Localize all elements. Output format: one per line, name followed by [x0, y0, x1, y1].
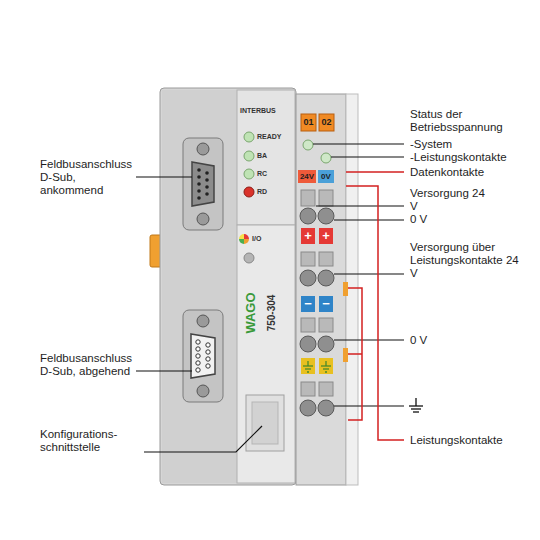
terminal-number: 01 — [301, 115, 316, 130]
wire-entries — [300, 208, 334, 416]
power-contact-brackets — [346, 172, 404, 440]
io-led — [239, 234, 254, 263]
polarity-sign: − — [301, 296, 315, 311]
front-panel — [237, 225, 295, 483]
housing — [160, 88, 296, 485]
led — [303, 140, 313, 150]
plus-terminal — [301, 228, 315, 244]
leader-lines — [136, 144, 404, 452]
config-port — [246, 395, 284, 451]
brand-logo: WAGO — [244, 288, 258, 338]
callout-label: Leistungskontakte — [410, 434, 530, 447]
callout-label: Datenkontakte — [410, 166, 522, 179]
ground-symbol — [409, 398, 423, 412]
callout-label: Feldbusanschluss D-Sub, ankommend — [40, 158, 132, 197]
supply-tag — [318, 170, 334, 183]
supply-label: 0V — [318, 171, 334, 182]
led-label: BA — [257, 152, 293, 160]
minus-terminal — [301, 296, 315, 312]
led-panel — [237, 90, 295, 225]
polarity-sign: − — [319, 296, 333, 311]
polarity-sign: + — [319, 228, 333, 243]
callout-label: -Leistungskontakte — [410, 151, 534, 164]
dsub-in — [183, 138, 223, 230]
callout-label: Versorgung 24 V — [410, 187, 490, 213]
marker-tab — [319, 114, 334, 131]
contact-marker — [343, 348, 348, 362]
ground-terminal — [301, 358, 333, 374]
dsub-out — [183, 310, 223, 402]
housing-left — [162, 90, 237, 483]
callout-label: Versorgung über Leistungskontakte 24 V — [410, 241, 522, 280]
callout-label: Feldbusanschluss D-Sub, abgehend — [40, 352, 132, 378]
callout-label: Status der Betriebsspannung — [410, 108, 522, 134]
led-label: RC — [257, 170, 293, 178]
status-leds — [244, 132, 254, 197]
clamps — [301, 190, 333, 396]
led — [321, 153, 331, 163]
led-label: I/O — [252, 235, 282, 243]
marker-tab — [301, 114, 316, 131]
callout-label: 0 V — [410, 213, 490, 226]
terminal-number: 02 — [319, 115, 334, 130]
supply-tag — [298, 170, 316, 183]
model-number: 750-304 — [266, 283, 278, 343]
callout-label: 0 V — [410, 334, 490, 347]
supply-label: 24V — [298, 171, 316, 182]
callout-label: -System — [410, 138, 522, 151]
terminal-block — [296, 94, 346, 485]
contact-marker — [343, 282, 348, 296]
led-label: RD — [257, 188, 293, 196]
minus-terminal — [319, 296, 333, 312]
plus-terminal — [319, 228, 333, 244]
polarity-sign: + — [301, 228, 315, 243]
led-label: READY — [257, 133, 293, 141]
callout-label: Konfigurations- schnittstelle — [40, 428, 140, 454]
panel-label: INTERBUS — [240, 107, 294, 115]
